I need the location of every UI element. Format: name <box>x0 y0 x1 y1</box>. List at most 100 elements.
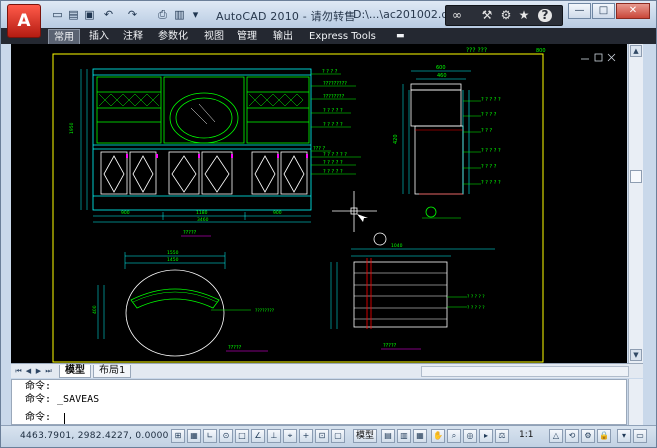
clean-screen-icon[interactable]: ▭ <box>633 429 647 443</box>
dynamic-ucs-icon[interactable]: ⊥ <box>267 429 281 443</box>
svg-text:? ? ? ?: ? ? ? ? <box>481 112 497 118</box>
snap-tracking-icon[interactable]: ∠ <box>251 429 265 443</box>
dynamic-input-icon[interactable]: ⌖ <box>283 429 297 443</box>
next-tab-button[interactable]: ▶ <box>35 367 42 375</box>
command-history-line: 命令: _SAVEAS <box>25 394 100 405</box>
star-icon[interactable]: ★ <box>518 8 530 22</box>
top-num: 800 <box>536 48 546 54</box>
wrench-icon[interactable]: ⚒ <box>481 8 493 22</box>
viewport-label-2: ????? <box>228 345 242 351</box>
svg-text:? ? ? ?: ? ? ? ? <box>322 69 338 75</box>
minimize-button[interactable]: — <box>568 3 591 19</box>
showmotion-icon[interactable]: ▸ <box>479 429 493 443</box>
command-scrollbar[interactable] <box>628 379 643 425</box>
window-title: AutoCAD 2010 - 请勿转售 <box>216 10 356 23</box>
layout-view-icon[interactable]: ▤ <box>381 429 395 443</box>
binoculars-icon[interactable]: ∞ <box>452 8 462 22</box>
drawing-canvas[interactable]: ??? ??? 800 <box>11 44 627 363</box>
svg-text:?????????: ????????? <box>323 81 347 87</box>
pan-icon[interactable]: ✋ <box>431 429 445 443</box>
steering-wheel-icon[interactable]: ◎ <box>463 429 477 443</box>
cabinet-elevation: ? ? ? ?????????? ????????? ? ? ? ? ? ? ?… <box>69 68 361 237</box>
help-icon[interactable]: ? <box>538 9 552 22</box>
title-bar: A ▭ ▤ ▣ ↶ ↷ ⎙ ▥ ▾ AutoCAD 2010 - 请勿转售 D:… <box>1 1 656 38</box>
polar-tracking-icon[interactable]: ⊙ <box>219 429 233 443</box>
selection-cycling-icon[interactable]: ▢ <box>331 429 345 443</box>
annotation-visibility-icon[interactable]: △ <box>549 429 563 443</box>
crosshair-cursor <box>332 191 377 232</box>
round-dim-1: 1550 <box>167 250 179 256</box>
shelf-dim: 1040 <box>391 243 403 249</box>
snap-mode-icon[interactable]: ⊞ <box>171 429 185 443</box>
publish-icon[interactable]: ▥ <box>174 8 185 21</box>
close-button[interactable]: ✕ <box>616 3 650 19</box>
svg-text:? ? ? ? ? ?: ? ? ? ? ? ? <box>323 152 347 158</box>
ribbon-toggle-icon[interactable]: ▬ <box>396 31 405 41</box>
vertical-scrollbar[interactable]: ▲ ▼ <box>628 44 643 363</box>
quick-properties-icon[interactable]: ⊡ <box>315 429 329 443</box>
undo-icon[interactable]: ↶ <box>103 8 114 21</box>
annotation-scale-value[interactable]: 1:1 <box>519 430 534 440</box>
viewport-label-1: ????? <box>183 230 197 236</box>
tab-home[interactable]: 常用 <box>48 29 80 44</box>
svg-text:? ? ? ? ?: ? ? ? ? ? <box>481 148 501 154</box>
tab-output[interactable]: 输出 <box>273 31 293 42</box>
side-dim-2: 460 <box>437 73 447 79</box>
tab-manage[interactable]: 管理 <box>237 31 257 42</box>
redo-icon[interactable]: ↷ <box>127 8 138 21</box>
tab-express-tools[interactable]: Express Tools <box>309 31 376 42</box>
tab-layout1[interactable]: 布局1 <box>93 365 132 378</box>
model-button[interactable]: 模型 <box>353 429 378 443</box>
tab-annotate[interactable]: 注释 <box>123 31 143 42</box>
viewport-controls <box>581 53 616 62</box>
tab-model[interactable]: 模型 <box>59 365 91 378</box>
scroll-down-button[interactable]: ▼ <box>630 349 642 361</box>
scroll-thumb[interactable] <box>630 170 642 183</box>
dim-1: 900 <box>121 210 130 216</box>
maximize-button[interactable]: □ <box>592 3 615 19</box>
svg-text:? ? ? ? ?: ? ? ? ? ? <box>481 180 501 186</box>
application-menu-button[interactable]: A <box>7 4 41 38</box>
quick-view-icon[interactable]: ▦ <box>413 429 427 443</box>
workspace-switch-icon[interactable]: ⚙ <box>581 429 595 443</box>
annotation-scale-icon[interactable]: ⚖ <box>495 429 509 443</box>
tab-insert[interactable]: 插入 <box>89 31 109 42</box>
scroll-up-button[interactable]: ▲ <box>630 45 642 57</box>
tab-parametric[interactable]: 参数化 <box>158 31 188 42</box>
command-prompt[interactable]: 命令: <box>25 412 52 423</box>
round-dim-2: 1450 <box>167 257 179 263</box>
ortho-mode-icon[interactable]: ∟ <box>203 429 217 443</box>
command-window[interactable]: 命令: 命令: _SAVEAS 命令: <box>11 379 627 425</box>
svg-text:? ? ? ? ?: ? ? ? ? ? <box>323 160 343 166</box>
lineweight-icon[interactable]: + <box>299 429 313 443</box>
open-file-icon[interactable]: ▤ <box>68 8 79 21</box>
svg-text:? ? ? ? ?: ? ? ? ? ? <box>323 122 343 128</box>
dim-3: 900 <box>273 210 282 216</box>
grid-display-icon[interactable]: ▦ <box>187 429 201 443</box>
save-icon[interactable]: ▣ <box>84 8 95 21</box>
dim-2: 1180 <box>196 210 208 216</box>
last-tab-button[interactable]: ⏭ <box>45 367 52 375</box>
status-menu-icon[interactable]: ▾ <box>617 429 631 443</box>
side-dim-3: 420 <box>393 134 399 144</box>
svg-text:????????: ???????? <box>255 308 275 314</box>
svg-text:? ? ? ? ?: ? ? ? ? ? <box>323 108 343 114</box>
quick-access-dropdown-icon[interactable]: ▾ <box>192 8 199 21</box>
ribbon-tabs: 常用 插入 注释 参数化 视图 管理 输出 Express Tools ▬ <box>1 28 656 44</box>
auto-scale-icon[interactable]: ⟲ <box>565 429 579 443</box>
first-tab-button[interactable]: ⏮ <box>15 367 22 375</box>
prev-tab-button[interactable]: ◀ <box>25 367 32 375</box>
svg-text:??? ?: ??? ? <box>313 146 326 152</box>
coordinates-readout: 4463.7901, 2982.4227, 0.0000 <box>20 431 169 441</box>
layout-view2-icon[interactable]: ▥ <box>397 429 411 443</box>
lock-icon[interactable]: 🔒 <box>597 429 611 443</box>
svg-text:1950: 1950 <box>69 122 75 134</box>
horizontal-scrollbar[interactable] <box>421 366 629 377</box>
print-icon[interactable]: ⎙ <box>158 8 167 21</box>
network-icon[interactable]: ⚙ <box>500 8 512 22</box>
new-file-icon[interactable]: ▭ <box>52 8 63 21</box>
zoom-icon[interactable]: ⌕ <box>447 429 461 443</box>
tab-view[interactable]: 视图 <box>204 31 224 42</box>
object-snap-icon[interactable]: □ <box>235 429 249 443</box>
